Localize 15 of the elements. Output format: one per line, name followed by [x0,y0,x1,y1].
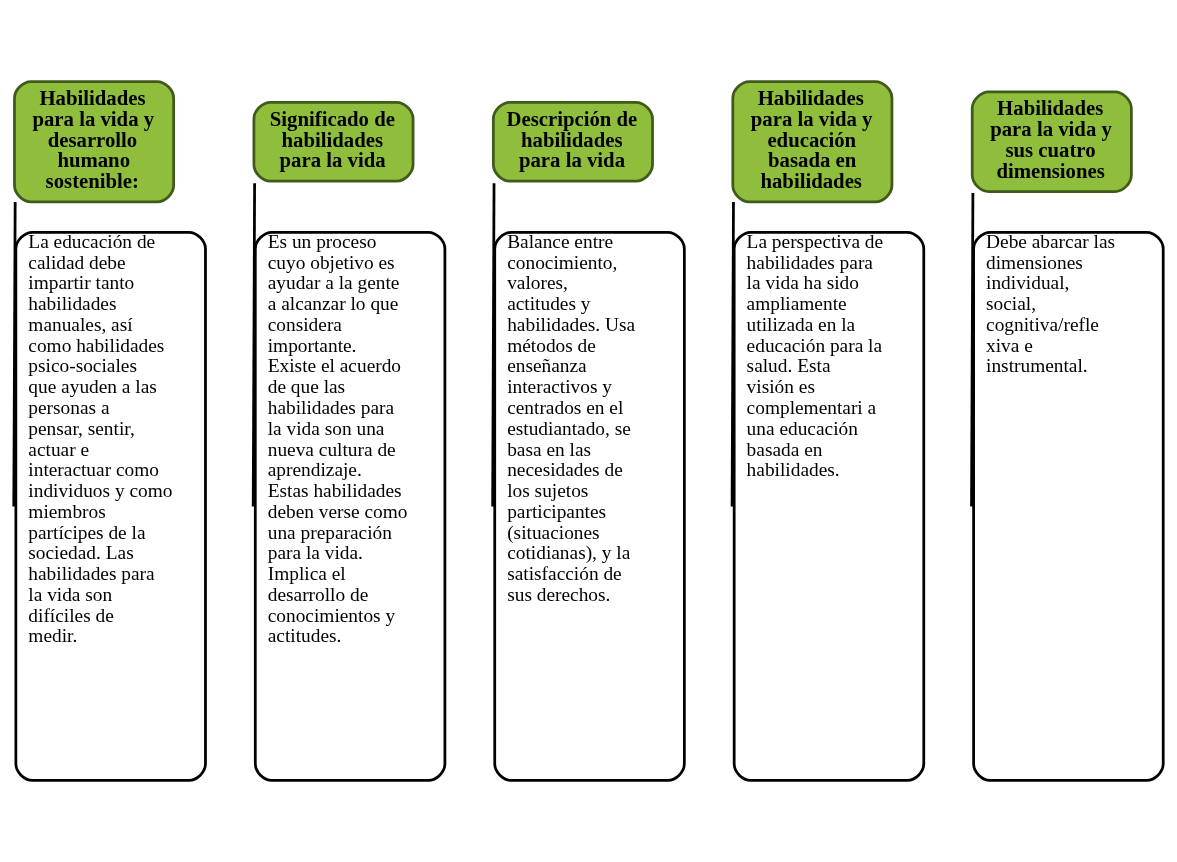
node-box: Balance entre conocimiento, valores, actitudes y habilidades. Usa métodos de enseñanza interactivos y centrados en el estudiantado, se basa en las necesidades de los sujetos participantes (situaciones cotidianas), y la satisfacción de sus derechos. [493,231,686,782]
node-box: La perspectiva de habilidades para la vida ha sido ampliamente utilizada en la educación para la salud. Esta visión es complementari a una educación basada en habilidades. [732,231,926,782]
node-box: Descripción de habilidades para la vida [491,100,654,183]
node-box: La educación de calidad debe impartir tanto habilidades manuales, así como habilidades psico-sociales que ayuden a las personas a pensar, sentir, actuar e interactuar como individuos y como miembros partícipes de la sociedad. Las habilidades para la vida son difíciles de medir. [14,231,207,782]
connector [12,201,17,507]
connector [730,201,735,507]
connector [491,183,496,507]
connector [970,192,975,507]
node-box: Habilidades para la vida y sus cuatro dimensiones [970,90,1133,193]
node-box: Habilidades para la vida y educación basada en habilidades [731,80,894,204]
node-box: Debe abarcar las dimensiones individual, social, cognitiva/refle xiva e instrumental. [972,231,1165,782]
node-box: Significado de habilidades para la vida [252,100,415,183]
node-box: Habilidades para la vida y desarrollo humano sostenible: [13,80,176,204]
connector [251,183,256,507]
node-box: Es un proceso cuyo objetivo es ayudar a la gente a alcanzar lo que considera importante. Existe el acuerdo de que las habilidades para la vida son una nueva cultura de aprendizaje. Estas habilidades deben verse como una preparación para la vida. Implica el desarrollo de conocimientos y actitudes. [253,231,447,782]
